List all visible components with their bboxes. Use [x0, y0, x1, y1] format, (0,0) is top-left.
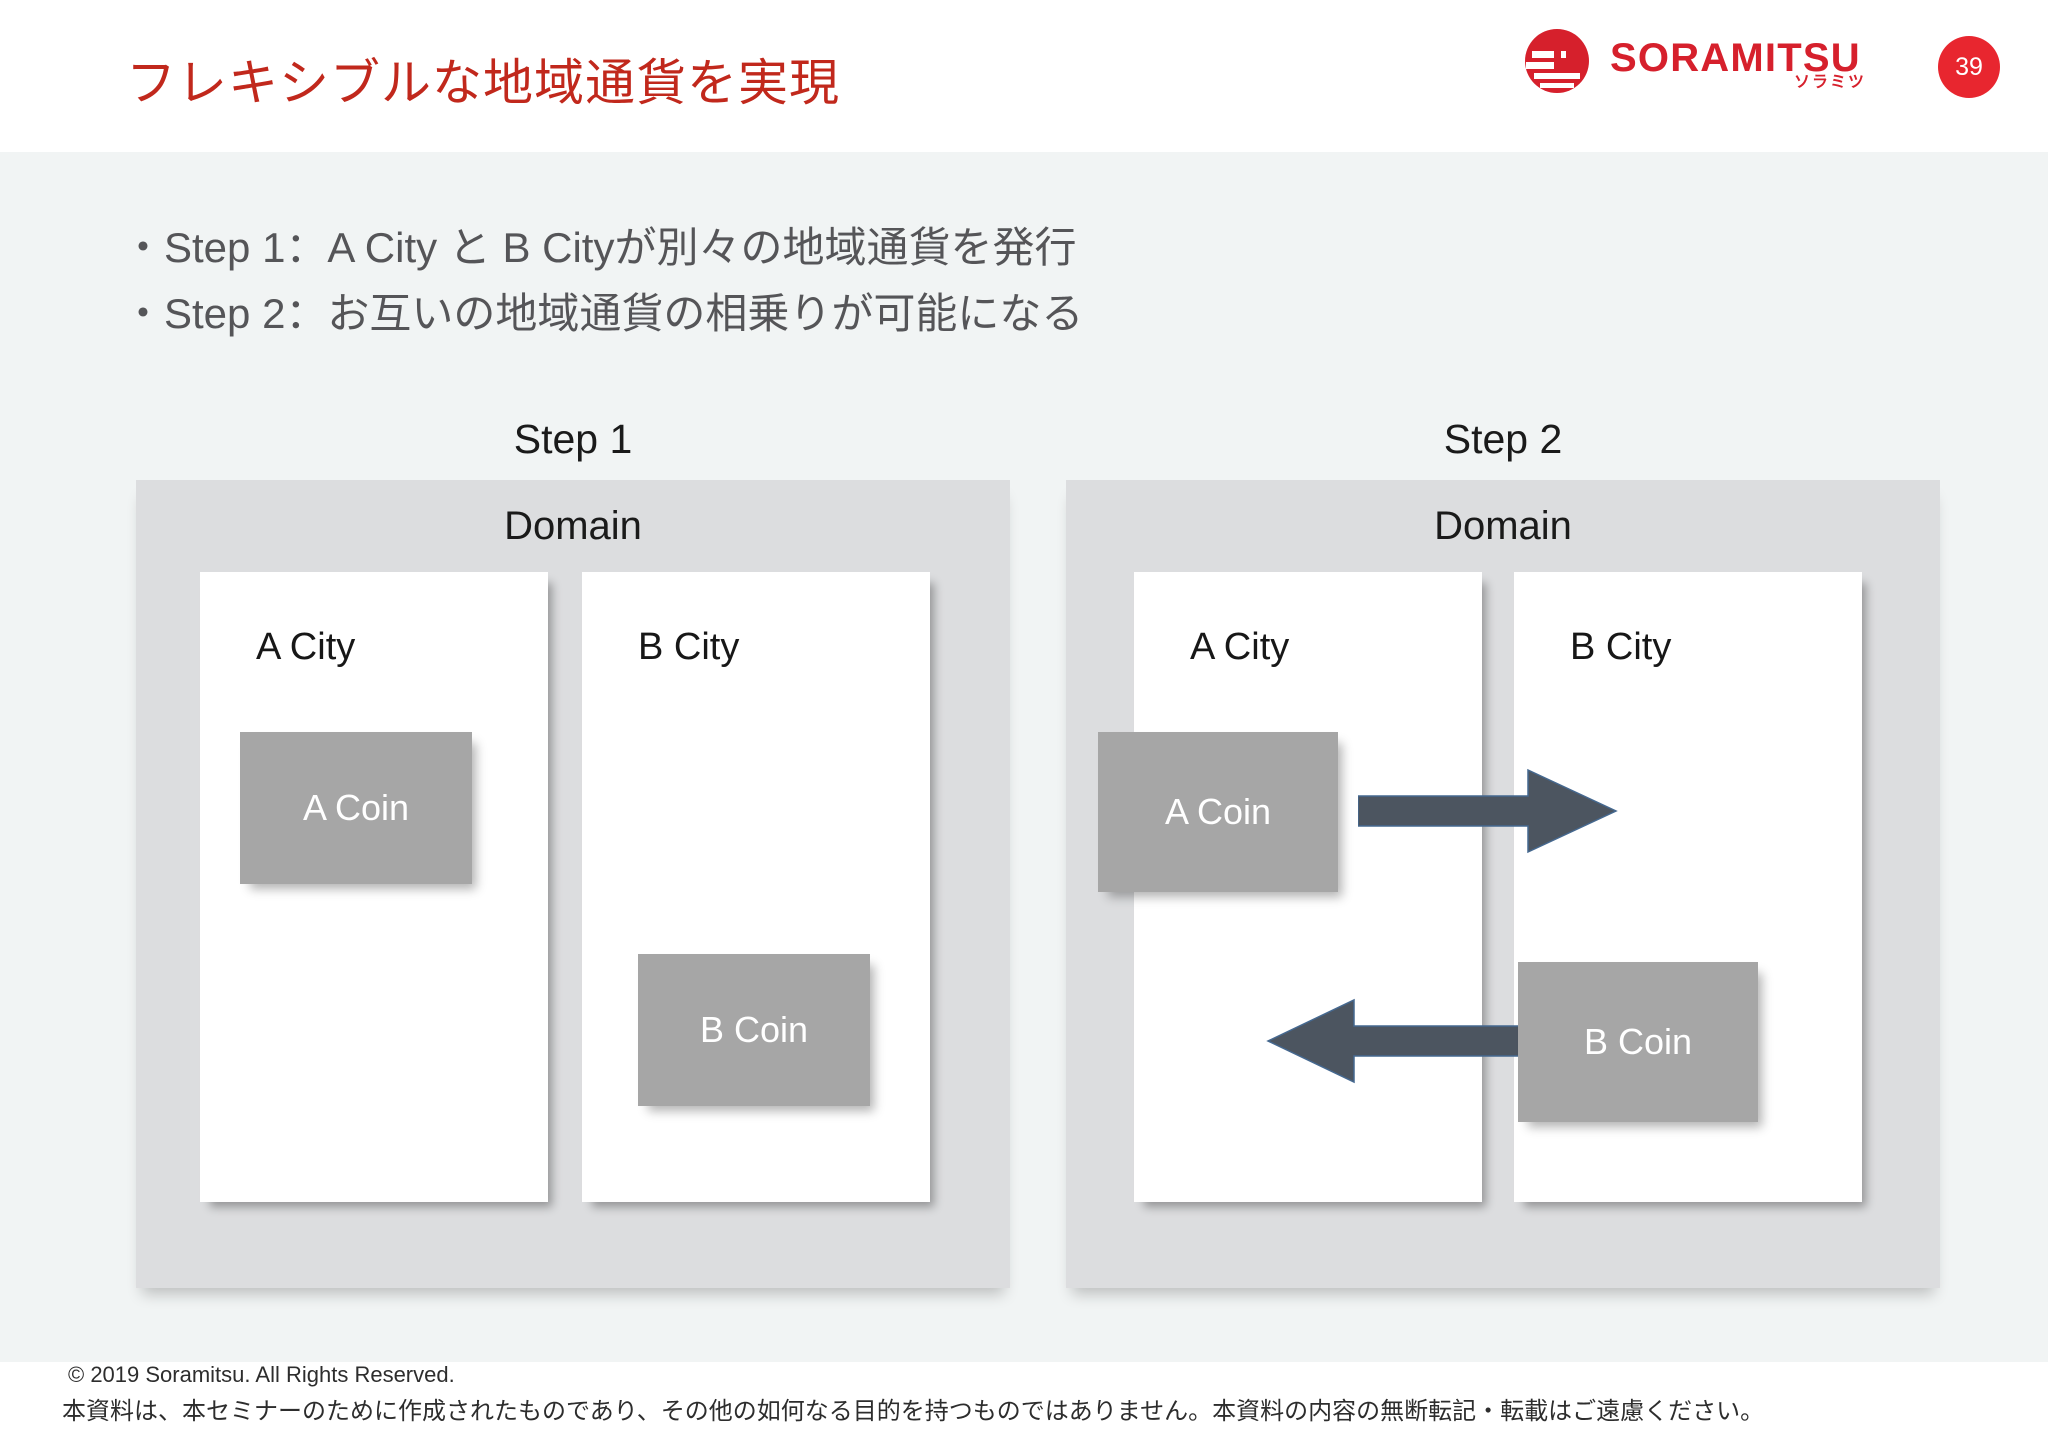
step-1-b-city-card: B City B Coin [582, 572, 930, 1202]
logo-subtitle: ソラミツ [1793, 74, 1866, 91]
step-1-a-city-label: A City [256, 626, 356, 668]
b-coin-to-a-city-arrow-icon [1266, 998, 1525, 1084]
step-1-a-city-card: A City A Coin [200, 572, 548, 1202]
bullet-item-1: ・Step 1：A City と B Cityが別々の地域通貨を発行 [122, 224, 1077, 271]
slide-header: フレキシブルな地域通貨を実現 SORAMITSU ソラミツ 39 [0, 0, 2048, 152]
step-1-domain-panel: Domain A City A Coin B City B Coin [136, 480, 1010, 1288]
step-2-domain-label: Domain [1434, 504, 1572, 548]
step-1-b-coin-box: B Coin [638, 954, 870, 1106]
step-2-column: Step 2 Domain A City B City A Coin [1066, 414, 1940, 1288]
step-2-b-city-label: B City [1570, 626, 1672, 668]
step-2-title: Step 2 [1443, 416, 1563, 462]
footer-copyright: © 2019 Soramitsu. All Rights Reserved. [68, 1362, 455, 1387]
step-1-domain-label: Domain [504, 504, 642, 548]
slide-body: ・Step 1：A City と B Cityが別々の地域通貨を発行 ・Step… [0, 152, 2048, 1362]
step-2-domain-panel: Domain A City B City A Coin [1066, 480, 1940, 1288]
step-2-b-coin-box: B Coin [1518, 962, 1758, 1122]
footer-disclaimer: 本資料は、本セミナーのために作成されたものであり、その他の如何なる目的を持つもの… [62, 1398, 1765, 1425]
a-coin-to-b-city-arrow-icon [1358, 768, 1618, 854]
bullet-list: ・Step 1：A City と B Cityが別々の地域通貨を発行 ・Step… [122, 215, 1083, 347]
slide-footer: © 2019 Soramitsu. All Rights Reserved. 本… [0, 1362, 2048, 1448]
soramitsu-logo: SORAMITSU ソラミツ [1524, 28, 1868, 94]
bullet-item-2: ・Step 2：お互いの地域通貨の相乗りが可能になる [122, 290, 1084, 337]
logo-text: SORAMITSU ソラミツ [1610, 30, 1868, 92]
page-number-badge: 39 [1938, 36, 2000, 98]
step-2-a-coin-box: A Coin [1098, 732, 1338, 892]
step-1-a-coin-box: A Coin [240, 732, 472, 884]
page-title: フレキシブルな地域通貨を実現 [126, 55, 840, 111]
soramitsu-sun-logo-icon [1524, 28, 1590, 94]
logo-wordmark: SORAMITSU [1610, 36, 1861, 80]
step-2-a-city-label: A City [1190, 626, 1290, 668]
step-1-column: Step 1 Domain A City A Coin B City B Coi… [136, 414, 1010, 1288]
step-1-b-city-label: B City [638, 626, 740, 668]
step-1-title: Step 1 [513, 416, 633, 462]
